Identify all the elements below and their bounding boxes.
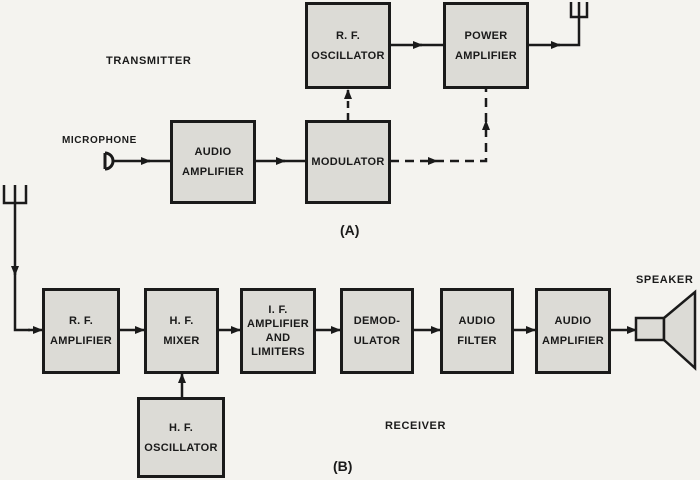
block-label: AMPLIFIER xyxy=(455,49,517,62)
audio-filter-block: AUDIO FILTER xyxy=(440,288,514,374)
block-label: AMPLIFIER xyxy=(50,335,112,347)
block-label: DEMOD- xyxy=(353,315,401,327)
hf-mixer-block: H. F. MIXER xyxy=(144,288,219,374)
block-label: AUDIO xyxy=(554,315,592,327)
receiver-audio-amplifier-block: AUDIO AMPLIFIER xyxy=(535,288,611,374)
hf-oscillator-block: H. F. OSCILLATOR xyxy=(137,397,225,478)
microphone-icon xyxy=(103,151,115,171)
transmitter-title: TRANSMITTER xyxy=(106,55,192,67)
demodulator-block: DEMOD- ULATOR xyxy=(340,288,414,374)
block-label: R. F. xyxy=(68,315,94,327)
receive-antenna-icon xyxy=(2,185,28,205)
rf-amplifier-block: R. F. AMPLIFIER xyxy=(42,288,120,374)
block-label: R. F. xyxy=(335,29,361,42)
block-label: ULATOR xyxy=(353,335,401,347)
block-label: POWER xyxy=(464,29,508,42)
block-label: AND xyxy=(265,332,291,344)
block-label: FILTER xyxy=(457,335,497,347)
if-amplifier-block: I. F. AMPLIFIER AND LIMITERS xyxy=(240,288,316,374)
power-amplifier-block: POWER AMPLIFIER xyxy=(443,2,529,89)
block-label: OSCILLATOR xyxy=(144,441,218,454)
rf-oscillator-block: R. F. OSCILLATOR xyxy=(305,2,391,89)
transmitter-caption: (A) xyxy=(340,222,360,238)
block-label: AMPLIFIER xyxy=(182,166,244,178)
audio-amplifier-block: AUDIO AMPLIFIER xyxy=(170,120,256,204)
block-label: LIMITERS xyxy=(251,346,305,358)
block-label: AMPLIFIER xyxy=(542,335,604,347)
receiver-title: RECEIVER xyxy=(385,420,447,432)
speaker-icon xyxy=(634,289,697,371)
block-label: AMPLIFIER xyxy=(247,318,309,330)
receiver-caption: (B) xyxy=(333,458,353,474)
block-label: H. F. xyxy=(168,421,194,434)
block-label: MIXER xyxy=(163,335,200,347)
block-label: AUDIO xyxy=(194,146,232,158)
wire-modulator-to-power-amp xyxy=(390,88,488,163)
block-label: OSCILLATOR xyxy=(311,49,385,62)
block-label: AUDIO xyxy=(458,315,496,327)
block-label: H. F. xyxy=(169,315,194,327)
modulator-block: MODULATOR xyxy=(305,120,391,204)
block-label: I. F. xyxy=(268,304,288,316)
microphone-label: MICROPHONE xyxy=(62,135,137,146)
speaker-label: SPEAKER xyxy=(636,274,694,286)
block-label: MODULATOR xyxy=(311,156,385,168)
transmit-antenna-icon xyxy=(569,2,589,19)
